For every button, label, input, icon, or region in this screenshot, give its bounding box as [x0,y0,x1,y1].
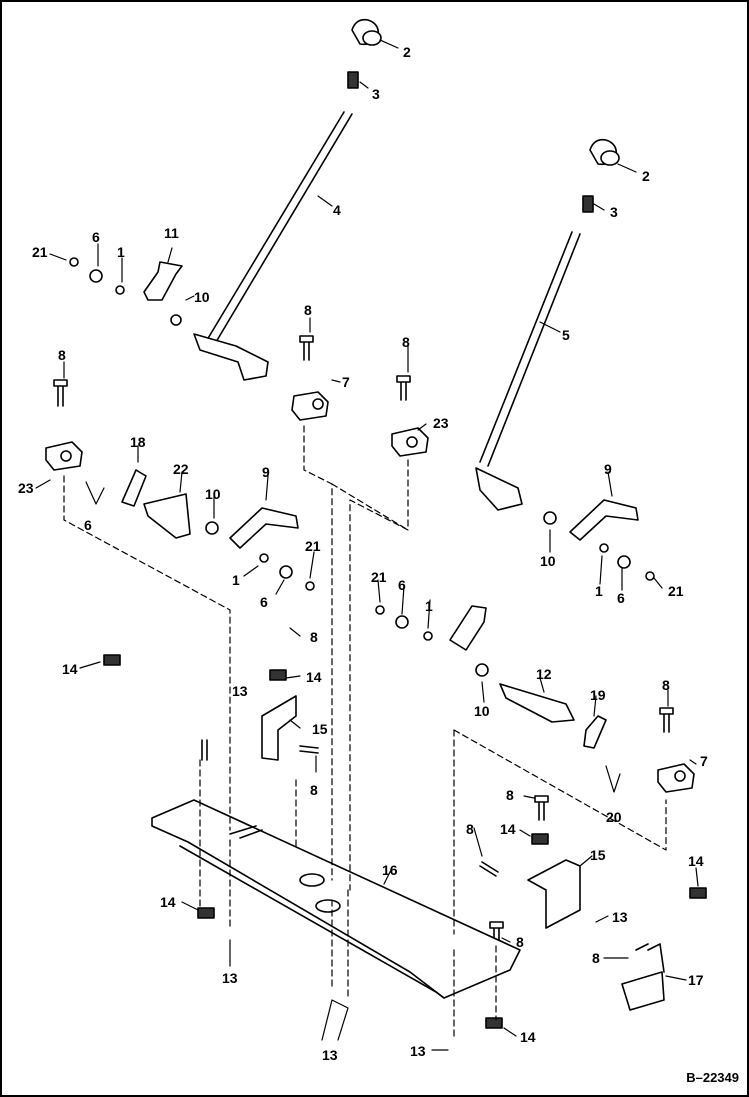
callout-6: 6 [260,594,268,610]
callout-9: 9 [262,464,270,480]
callout-21: 21 [32,244,48,260]
clips [103,654,707,1029]
callout-6: 6 [84,517,92,533]
callout-10: 10 [194,289,210,305]
callout-5: 5 [562,327,570,343]
callout-2: 2 [403,44,411,60]
callout-21: 21 [371,569,387,585]
callout-21: 21 [305,538,321,554]
washers-nuts [69,257,655,677]
callout-1: 1 [425,598,433,614]
callout-7: 7 [700,753,708,769]
callout-8: 8 [662,677,670,693]
callout-8: 8 [506,787,514,803]
pivot-blocks [45,391,695,793]
callout-19: 19 [590,687,606,703]
assembly-leader-lines [63,425,667,1041]
callout-12: 12 [536,666,552,682]
callout-23: 23 [18,480,34,496]
callout-15: 15 [590,847,606,863]
callout-13: 13 [232,683,248,699]
callout-21: 21 [668,583,684,599]
callout-14: 14 [62,661,78,677]
callout-labels: 2 3 4 2 3 5 21 6 1 11 10 8 7 8 23 18 22 … [18,44,708,1063]
callout-18: 18 [130,434,146,450]
callout-13: 13 [322,1047,338,1063]
callout-1: 1 [232,572,240,588]
callout-8: 8 [402,334,410,350]
callout-14: 14 [160,894,176,910]
callout-13: 13 [612,909,628,925]
brackets [261,695,665,1011]
callout-2: 2 [642,168,650,184]
callout-15: 15 [312,721,328,737]
callout-8: 8 [516,934,524,950]
callout-13: 13 [222,970,238,986]
callout-8: 8 [310,782,318,798]
callout-3: 3 [610,204,618,220]
linkage-arms [121,261,639,749]
callout-11: 11 [164,225,179,241]
callout-8: 8 [466,821,474,837]
callout-8: 8 [58,347,66,363]
figure-number: B–22349 [686,1070,739,1085]
callout-17: 17 [688,972,704,988]
callout-9: 9 [604,461,612,477]
callout-6: 6 [92,229,100,245]
callout-6: 6 [617,590,625,606]
callout-14: 14 [500,821,516,837]
callout-leaders [35,39,699,1051]
callout-4: 4 [333,202,341,218]
callout-8: 8 [592,950,600,966]
left-control-lever [193,18,382,381]
callout-20: 20 [606,809,622,825]
bolts [53,335,674,947]
callout-3: 3 [372,86,380,102]
callout-10: 10 [205,486,221,502]
base-plate [151,799,521,999]
callout-16: 16 [382,862,398,878]
callout-23: 23 [433,415,449,431]
callout-14: 14 [520,1029,536,1045]
callout-22: 22 [173,461,189,477]
callout-13: 13 [410,1043,426,1059]
callout-8: 8 [304,302,312,318]
callout-1: 1 [595,583,603,599]
callout-8: 8 [310,629,318,645]
callout-7: 7 [342,374,350,390]
callout-14: 14 [688,853,704,869]
callout-10: 10 [474,703,490,719]
link-rods [143,493,575,723]
right-control-lever [475,138,620,511]
callout-14: 14 [306,669,322,685]
callout-1: 1 [117,244,125,260]
callout-6: 6 [398,577,406,593]
callout-10: 10 [540,553,556,569]
